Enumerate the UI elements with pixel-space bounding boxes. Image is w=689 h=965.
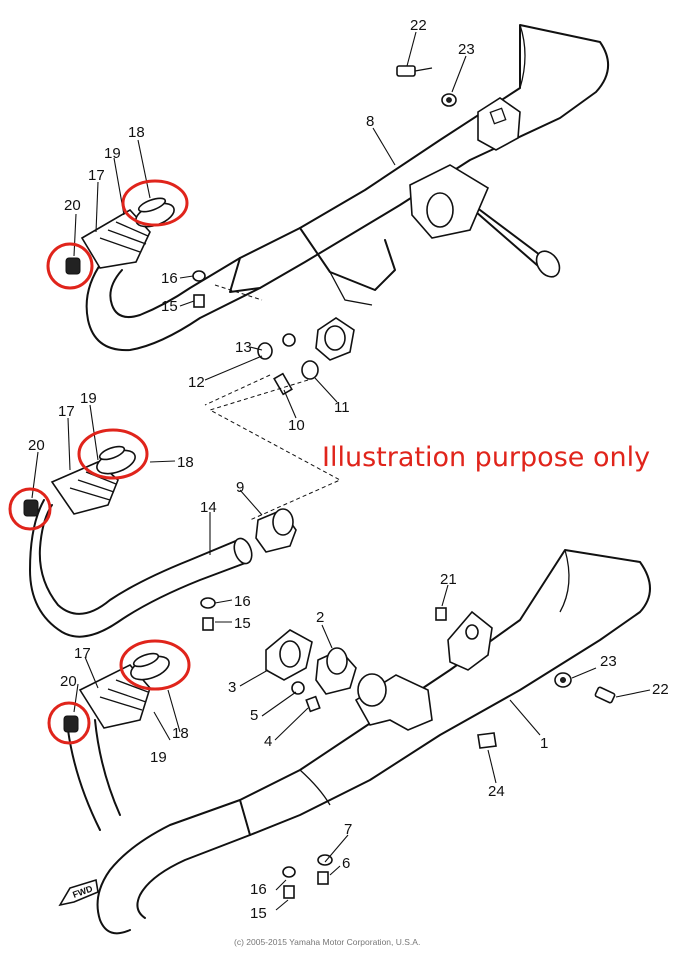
callout-8: 8 (366, 113, 374, 130)
middle-header-pipe (38, 504, 239, 615)
upper-hardware (192, 65, 457, 396)
callout-15: 15 (161, 298, 178, 315)
red-highlights (8, 179, 191, 745)
lower-muffler-body (239, 549, 651, 836)
callout-10: 10 (288, 417, 305, 434)
callout-20: 20 (28, 437, 45, 454)
callout-3: 3 (228, 679, 236, 696)
callout-16: 16 (250, 881, 267, 898)
callout-20: 20 (64, 197, 81, 214)
front-direction-arrow: FWD (58, 878, 99, 907)
callout-18: 18 (128, 124, 145, 141)
callout-22: 22 (652, 681, 669, 698)
highlight-nut-upper (46, 242, 94, 290)
assembly-guide-lines (204, 284, 342, 521)
callout-17: 17 (74, 645, 91, 662)
callout-23: 23 (600, 653, 617, 670)
callout-9: 9 (236, 479, 244, 496)
callout-18: 18 (172, 725, 189, 742)
highlight-nut-middle (8, 487, 52, 531)
callout-labels: 22 23 8 18 19 17 20 16 15 13 12 10 11 19… (28, 17, 669, 922)
callout-19: 19 (104, 145, 121, 162)
lower-muffler-bracket (447, 610, 493, 671)
upper-joint-parts (65, 197, 175, 275)
callout-24: 24 (488, 783, 505, 800)
lower-muffler-assembly (63, 549, 651, 935)
callout-17: 17 (58, 403, 75, 420)
upper-muffler-body (229, 24, 609, 293)
callout-7: 7 (344, 821, 352, 838)
callout-16: 16 (234, 593, 251, 610)
callout-21: 21 (440, 571, 457, 588)
callout-15: 15 (234, 615, 251, 632)
callout-16: 16 (161, 270, 178, 287)
lower-header-pipe (96, 799, 241, 935)
callout-14: 14 (200, 499, 217, 516)
callout-15: 15 (250, 905, 267, 922)
callout-23: 23 (458, 41, 475, 58)
illustration-note: Illustration purpose only (322, 442, 650, 473)
callout-20: 20 (60, 673, 77, 690)
callout-12: 12 (188, 374, 205, 391)
callout-13: 13 (235, 339, 252, 356)
callout-18: 18 (177, 454, 194, 471)
upper-muffler-assembly (85, 24, 609, 361)
callout-2: 2 (316, 609, 324, 626)
callout-5: 5 (250, 707, 258, 724)
middle-pipe-assembly (23, 445, 297, 638)
callout-19: 19 (150, 749, 167, 766)
copyright-text: (c) 2005-2015 Yamaha Motor Corporation, … (234, 937, 420, 947)
callout-22: 22 (410, 17, 427, 34)
callout-17: 17 (88, 167, 105, 184)
callout-4: 4 (264, 733, 272, 750)
highlight-nut-lower (47, 701, 91, 745)
callout-11: 11 (334, 399, 350, 416)
upper-header-pipe (85, 261, 261, 352)
highlight-gasket-middle (77, 428, 149, 480)
callout-6: 6 (342, 855, 350, 872)
highlight-gasket-upper (121, 179, 189, 227)
callout-19: 19 (80, 390, 97, 407)
highlight-gasket-lower (119, 639, 191, 691)
callout-1: 1 (540, 735, 548, 752)
leader-lines (31, 31, 651, 911)
upper-muffler-bracket (477, 97, 521, 151)
